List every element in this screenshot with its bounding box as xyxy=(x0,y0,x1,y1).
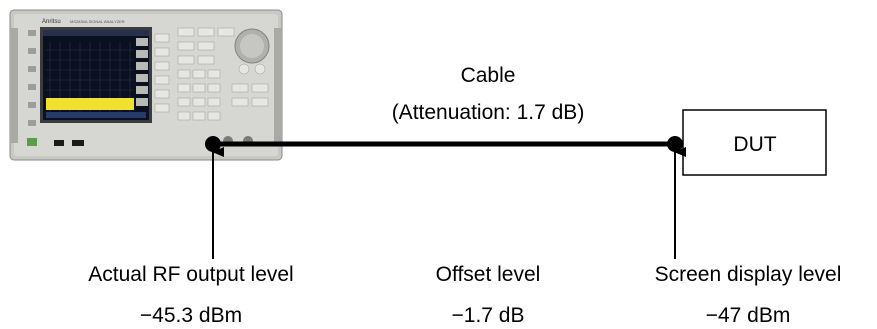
dut-box xyxy=(682,109,827,176)
dut-input-connector xyxy=(667,136,683,152)
svg-text:Anritsu: Anritsu xyxy=(42,19,61,25)
screen-display-value: −47 dBm xyxy=(705,304,791,327)
rf-output-connector xyxy=(205,136,221,152)
rf-output-value: −45.3 dBm xyxy=(139,304,243,327)
offset-level-label: Offset level xyxy=(435,263,541,286)
offset-level-value: −1.7 dB xyxy=(451,304,525,327)
screen-display-label: Screen display level xyxy=(654,263,842,286)
spectrum-trace xyxy=(46,98,134,110)
dut-label: DUT xyxy=(733,133,777,156)
rf-output-label: Actual RF output level xyxy=(88,263,294,286)
cable-attenuation: (Attenuation: 1.7 dB) xyxy=(391,101,585,124)
cable-title: Cable xyxy=(460,64,516,87)
signal-analyzer-image: Anritsu MS2830A SIGNAL ANALYZER xyxy=(9,9,283,161)
svg-text:MS2830A SIGNAL ANALYZER: MS2830A SIGNAL ANALYZER xyxy=(70,19,125,24)
